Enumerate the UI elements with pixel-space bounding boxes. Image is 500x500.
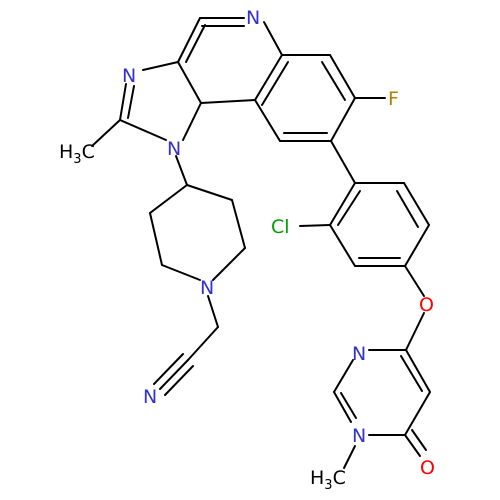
carbonyl-oxygen-label: O <box>420 457 435 479</box>
pyrimidinone-nitrogen-label: N <box>352 425 366 447</box>
atom-labels: N N N F Cl N N O N N O H3C H3C <box>59 7 435 493</box>
chlorine-label: Cl <box>271 216 290 238</box>
methyl-h: H <box>59 141 73 163</box>
imidazole-nitrogen-label: N <box>122 65 136 87</box>
pyrimidine-nitrogen-label: N <box>352 343 366 365</box>
imidazole-methyl-label: H3C <box>59 141 95 167</box>
methyl-h: H <box>310 467 324 489</box>
ether-oxygen-label: O <box>419 294 434 316</box>
bonds <box>91 17 431 469</box>
methyl-subscript: 3 <box>73 152 81 167</box>
methyl-c: C <box>333 467 346 489</box>
methyl-subscript: 3 <box>324 478 332 493</box>
fluorine-label: F <box>388 88 399 110</box>
piperidine-nitrogen-label: N <box>200 277 214 299</box>
quinoline-nitrogen-label: N <box>246 7 260 29</box>
methyl-c: C <box>82 141 95 163</box>
nitrile-nitrogen-label: N <box>143 386 157 408</box>
imidazole-substituted-nitrogen-label: N <box>167 138 181 160</box>
pyrimidinone-methyl-label: H3C <box>310 467 346 493</box>
